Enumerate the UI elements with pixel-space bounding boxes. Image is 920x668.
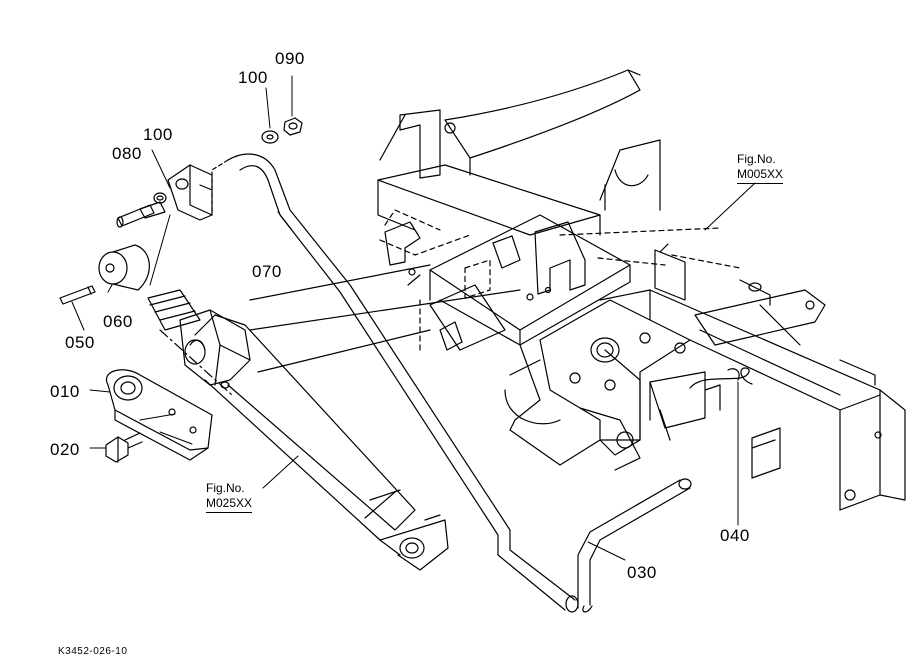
part-080-bolt	[116, 192, 167, 228]
label-010: 010	[50, 382, 80, 401]
fig-ref-upper: Fig.No. M005XX	[737, 152, 784, 184]
fig-ref-lower-code: M025XX	[206, 496, 253, 513]
lift-cylinder	[159, 314, 449, 571]
spline-shaft	[147, 289, 201, 331]
label-040: 040	[720, 526, 750, 545]
label-070: 070	[252, 262, 282, 281]
label-100-lower: 100	[143, 125, 173, 144]
part-090-nut	[283, 117, 303, 136]
label-100-upper: 100	[238, 68, 268, 87]
part-010-plate	[105, 369, 213, 461]
fig-ref-upper-label: Fig.No.	[737, 152, 776, 166]
fig-ref-lower-label: Fig.No.	[206, 481, 245, 495]
spring-040	[689, 367, 753, 389]
label-090: 090	[275, 49, 305, 68]
fig-ref-upper-code: M005XX	[737, 167, 784, 184]
drawing-id: K3452-026-10	[58, 646, 128, 657]
rod-030	[577, 478, 692, 613]
leader-lines	[71, 75, 756, 561]
part-020-bolt	[105, 432, 143, 463]
label-020: 020	[50, 440, 80, 459]
arm-bracket	[179, 309, 251, 389]
part-050-pin	[59, 285, 96, 305]
chassis-frame	[249, 69, 906, 511]
fig-ref-lower: Fig.No. M025XX	[206, 481, 253, 513]
label-030: 030	[627, 563, 657, 582]
part-100-washer	[261, 130, 279, 144]
clevis	[167, 164, 213, 221]
label-080: 080	[112, 144, 142, 163]
label-050: 050	[65, 333, 95, 352]
label-060: 060	[103, 312, 133, 331]
part-060-boss	[98, 244, 150, 291]
rod-070	[211, 153, 579, 613]
